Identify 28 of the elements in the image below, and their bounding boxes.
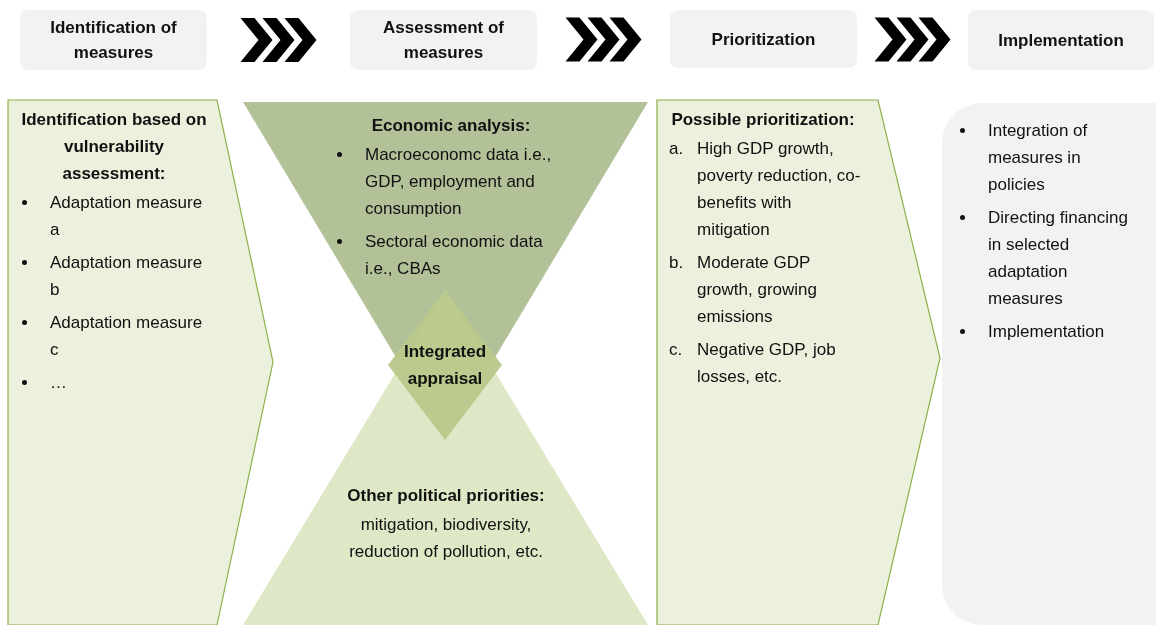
list-item: High GDP growth, poverty reduction, co-benefits with mitigation [697, 138, 862, 241]
chevron-arrow [565, 17, 642, 62]
list-item: Adaptation measure c [16, 309, 212, 363]
heading-text: Identification based on vulnerability assessment: [20, 109, 208, 185]
list-item: Adaptation measure b [16, 249, 212, 303]
heading-text: Possible prioritization: [670, 109, 856, 131]
list-item: Negative GDP, job losses, etc. [697, 339, 837, 388]
list-item: … [16, 369, 212, 396]
list-item: Sectoral economic data i.e., CBAs [331, 228, 571, 282]
list-item: Moderate GDP growth, growing emissions [697, 252, 818, 328]
list-item: Adaptation measure a [16, 189, 212, 243]
chevron-arrow [240, 18, 317, 62]
step-box: Assessment of measures [350, 10, 537, 70]
heading-text: Integrated appraisal [402, 341, 488, 390]
list-marker: a. [669, 138, 684, 160]
list-marker: c. [669, 339, 683, 361]
heading-text: Other political priorities: [346, 485, 546, 507]
list-item: Directing financing in selected adaptation measures [954, 204, 1134, 312]
step-box: Prioritization [670, 10, 857, 68]
step-box: Implementation [968, 10, 1154, 70]
chevron-arrow [874, 17, 951, 62]
list-item: Implementation [954, 318, 1134, 345]
body-text: mitigation, biodiversity, reduction of pollution, etc. [348, 514, 544, 563]
step-box: Identification of measures [20, 10, 207, 70]
list-item: Integration of measures in policies [954, 117, 1134, 198]
list-item: Macroeconomc data i.e., GDP, employment and consumption [331, 141, 571, 222]
heading-text: Economic analysis: [370, 115, 532, 137]
list-marker: b. [669, 252, 684, 274]
